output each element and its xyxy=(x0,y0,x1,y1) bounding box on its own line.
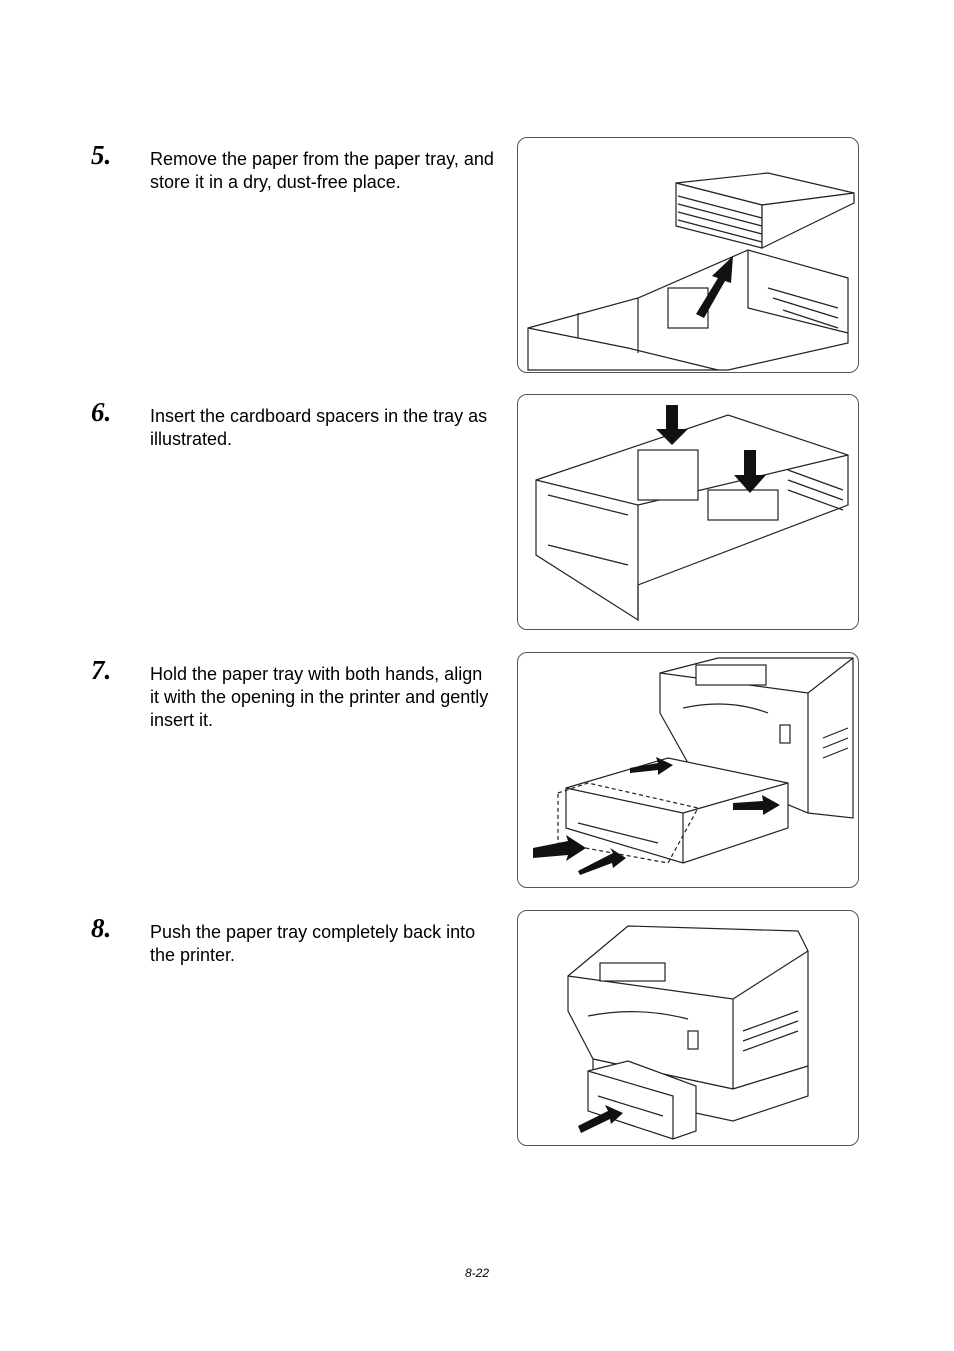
step-number: 6. xyxy=(91,397,112,427)
step-number: 7. xyxy=(91,655,112,685)
page-number: 8-22 xyxy=(464,1266,490,1280)
illustration-spacer-insertion xyxy=(517,394,859,630)
step-number: 5. xyxy=(91,140,112,170)
illustration-paper-removal xyxy=(517,137,859,373)
step-instruction: Push the paper tray completely back into… xyxy=(150,922,476,965)
step-instruction: Hold the paper tray with both hands, ali… xyxy=(150,664,489,730)
illustration-tray-pushed-in xyxy=(517,910,859,1146)
illustration-tray-alignment xyxy=(517,652,859,888)
step-number: 8. xyxy=(91,913,112,943)
step-instruction: Insert the cardboard spacers in the tray… xyxy=(150,406,488,449)
step-instruction: Remove the paper from the paper tray, an… xyxy=(150,149,494,192)
